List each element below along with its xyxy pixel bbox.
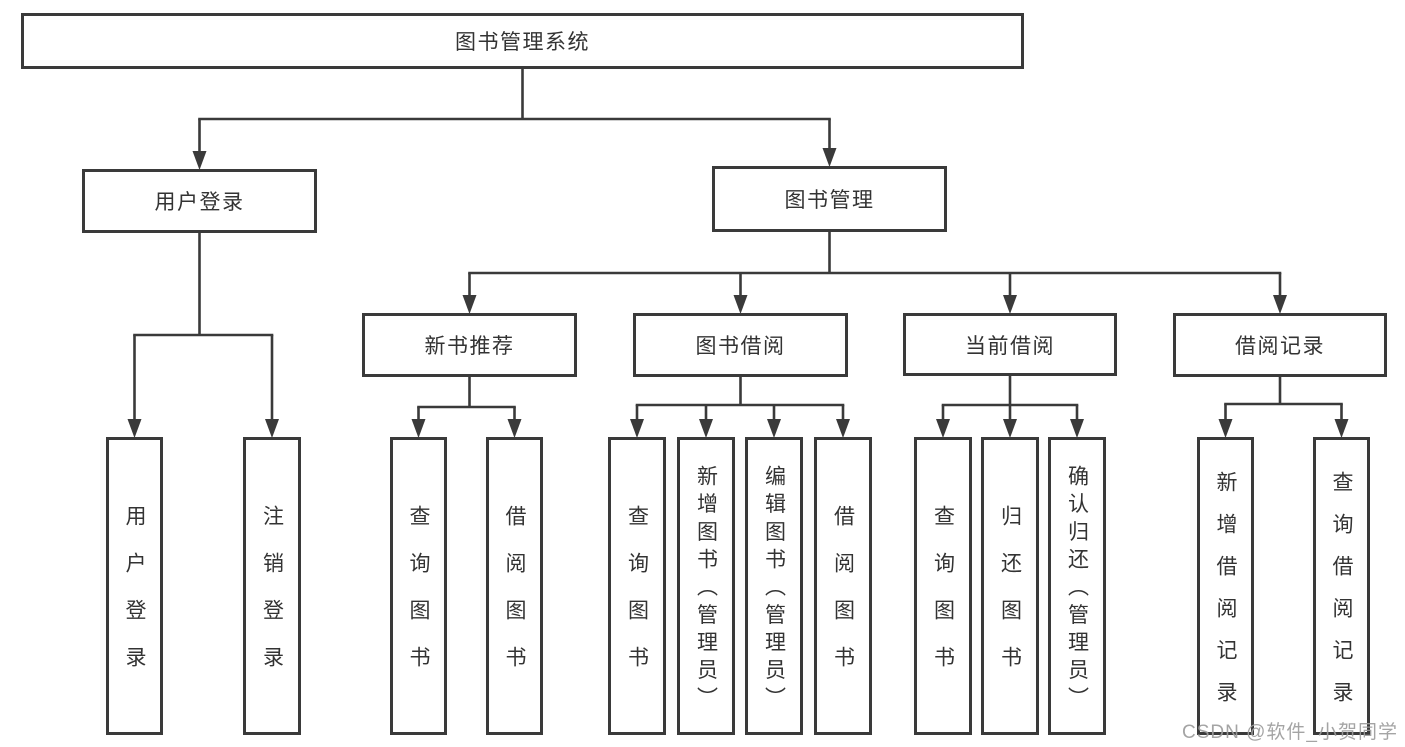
node-label: 查询图书 <box>407 505 430 693</box>
node-label: 确认归还（管理员） <box>1065 464 1089 714</box>
leaf-add-borrow-record: 新增借阅记录 <box>1197 437 1254 735</box>
node-label: 编辑图书（管理员） <box>762 464 786 714</box>
node-current-borrowing: 当前借阅 <box>903 313 1117 376</box>
node-new-book-recommendation: 新书推荐 <box>362 313 577 377</box>
arrowhead-icon <box>1334 419 1349 438</box>
node-label: 新增借阅记录 <box>1214 470 1237 723</box>
leaf-borrow-books: 借阅图书 <box>814 437 872 735</box>
arrowhead-icon <box>192 151 207 170</box>
arrowhead-icon <box>936 419 950 438</box>
node-label: 用户登录 <box>154 191 245 214</box>
node-book-management: 图书管理 <box>712 166 947 232</box>
leaf-logout-login: 注销登录 <box>243 437 301 735</box>
node-label: 新书推荐 <box>424 335 515 358</box>
node-borrowing-records: 借阅记录 <box>1173 313 1387 377</box>
arrowhead-icon <box>733 295 748 314</box>
arrowhead-icon <box>462 295 477 314</box>
node-book-borrowing: 图书借阅 <box>633 313 848 377</box>
node-label: 图书借阅 <box>695 335 786 358</box>
arrowhead-icon <box>127 419 142 438</box>
leaf-add-book-admin: 新增图书（管理员） <box>677 437 735 735</box>
leaf-edit-book-admin: 编辑图书（管理员） <box>745 437 803 735</box>
arrowhead-icon <box>1070 419 1084 438</box>
leaf-confirm-return-admin: 确认归还（管理员） <box>1048 437 1106 735</box>
node-label: 归还图书 <box>998 505 1022 693</box>
node-label: 新增图书（管理员） <box>694 464 718 714</box>
leaf-query-books: 查询图书 <box>608 437 666 735</box>
node-label: 查询借阅记录 <box>1330 470 1353 723</box>
node-label: 图书管理 <box>784 189 875 212</box>
arrowhead-icon <box>265 419 279 438</box>
node-label: 用户登录 <box>123 505 146 693</box>
arrowhead-icon <box>699 419 713 438</box>
node-label: 借阅记录 <box>1235 335 1325 358</box>
node-label: 借阅图书 <box>503 505 526 693</box>
arrowhead-icon <box>822 148 837 167</box>
arrowhead-icon <box>411 419 426 438</box>
node-label: 注销登录 <box>260 505 284 693</box>
leaf-return-books: 归还图书 <box>981 437 1039 735</box>
arrowhead-icon <box>1218 419 1233 438</box>
arrowhead-icon <box>1003 419 1017 438</box>
node-label: 查询图书 <box>931 505 955 693</box>
leaf-query-borrow-record: 查询借阅记录 <box>1313 437 1370 735</box>
watermark: CSDN @软件_小贺同学 <box>1182 722 1398 743</box>
arrowhead-icon <box>1273 295 1287 314</box>
arrowhead-icon <box>630 419 644 438</box>
node-label: 查询图书 <box>625 505 649 693</box>
leaf-user-login: 用户登录 <box>106 437 163 735</box>
node-library-management-system: 图书管理系统 <box>21 13 1024 69</box>
node-label: 图书管理系统 <box>455 31 590 54</box>
arrowhead-icon <box>507 419 522 438</box>
node-user-login: 用户登录 <box>82 169 317 233</box>
node-label: 借阅图书 <box>831 505 855 693</box>
arrowhead-icon <box>1003 295 1017 314</box>
leaf-query-books: 查询图书 <box>390 437 447 735</box>
arrowhead-icon <box>767 419 781 438</box>
leaf-query-books: 查询图书 <box>914 437 972 735</box>
leaf-borrow-books: 借阅图书 <box>486 437 543 735</box>
node-label: 当前借阅 <box>965 334 1055 358</box>
arrowhead-icon <box>836 419 850 438</box>
